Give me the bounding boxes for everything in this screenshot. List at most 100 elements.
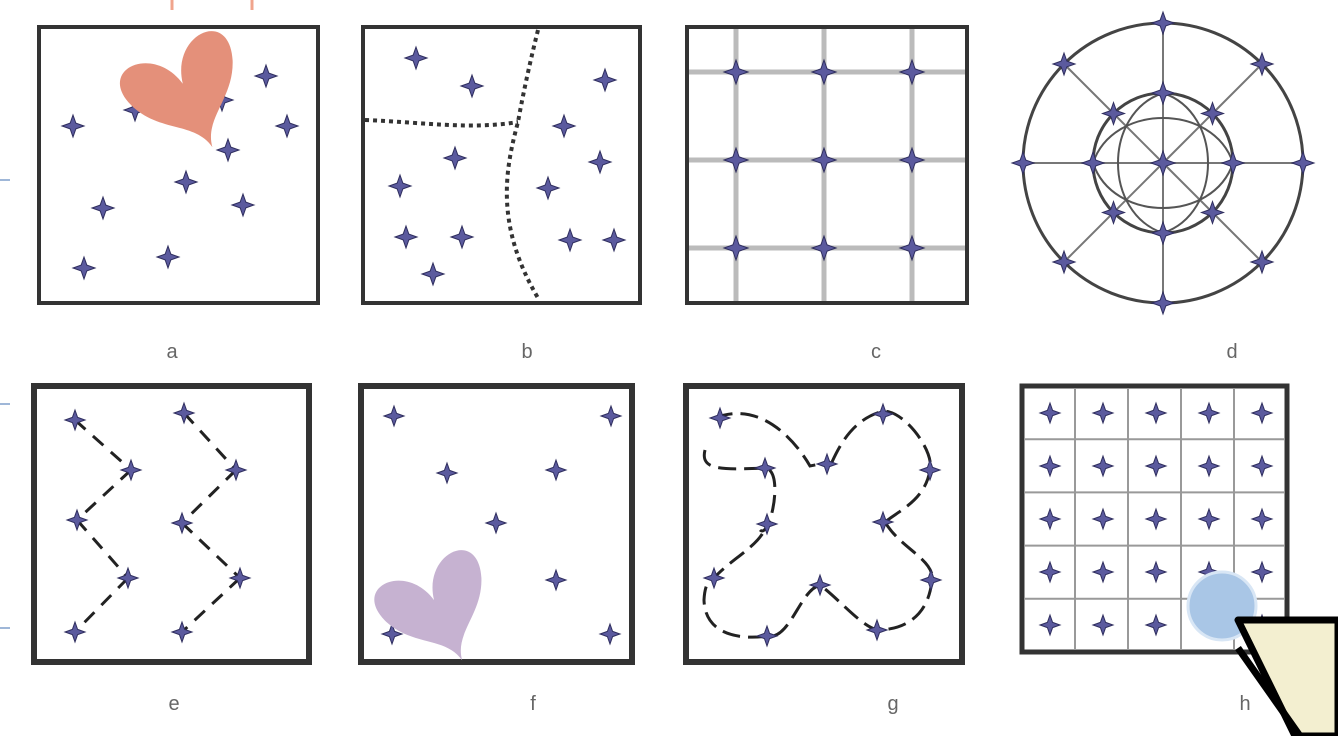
panel-e <box>31 383 312 665</box>
zigzag-path <box>180 521 242 580</box>
sample-point-marker <box>170 620 194 644</box>
sample-point-marker <box>592 67 618 93</box>
sample-point-marker <box>1249 249 1275 275</box>
sample-point-marker <box>1197 507 1221 531</box>
sample-point-marker <box>253 63 279 89</box>
sample-point-marker <box>1144 613 1168 637</box>
sample-point-marker <box>1091 507 1115 531</box>
sample-point-marker <box>1038 507 1062 531</box>
sample-point-marker <box>484 511 508 535</box>
sample-point-marker <box>71 255 97 281</box>
sample-point-marker <box>1197 401 1221 425</box>
zigzag-path <box>75 519 130 579</box>
sample-point-marker <box>459 73 485 99</box>
sample-point-marker <box>587 149 613 175</box>
sample-point-marker <box>919 568 943 592</box>
sample-point-marker <box>1091 560 1115 584</box>
sample-point-marker <box>1038 401 1062 425</box>
panel-frame <box>683 383 965 665</box>
sample-point-marker <box>815 452 839 476</box>
sample-point-marker <box>1091 454 1115 478</box>
panel-b <box>361 25 642 305</box>
panel-label-g: g <box>887 693 898 715</box>
sample-point-marker <box>810 234 838 262</box>
sample-point-marker <box>1080 150 1106 176</box>
panel-a <box>37 25 320 305</box>
sample-point-marker <box>601 227 627 253</box>
contour-path <box>819 521 934 632</box>
sample-point-marker <box>1199 100 1226 127</box>
sample-point-marker <box>1038 560 1062 584</box>
sample-point-marker <box>1144 507 1168 531</box>
sample-point-marker <box>557 227 583 253</box>
sample-point-marker <box>1144 401 1168 425</box>
zigzag-path <box>74 418 132 472</box>
sample-point-marker <box>544 458 568 482</box>
sample-point-marker <box>63 408 87 432</box>
sample-point-marker <box>544 568 568 592</box>
sample-point-marker <box>755 624 779 648</box>
sample-point-marker <box>808 573 832 597</box>
sample-point-marker <box>1144 454 1168 478</box>
zigzag-path <box>180 468 238 525</box>
sample-point-marker <box>172 401 196 425</box>
panel-label-a: a <box>166 341 178 363</box>
panel-d <box>1010 10 1316 316</box>
sample-point-marker <box>753 456 777 480</box>
sample-point-marker <box>1051 51 1077 77</box>
sample-point-marker <box>1197 454 1221 478</box>
sample-point-marker <box>155 244 181 270</box>
sample-point-marker <box>1149 149 1177 177</box>
sample-point-marker <box>1038 613 1062 637</box>
sample-point-marker <box>1144 560 1168 584</box>
panel-g <box>683 383 965 665</box>
sample-point-marker <box>598 622 622 646</box>
sample-point-marker <box>215 137 241 163</box>
zigzag-path <box>75 468 133 522</box>
sample-point-marker <box>599 404 623 428</box>
sample-point-marker <box>1250 560 1274 584</box>
sample-point-marker <box>1150 80 1176 106</box>
sample-point-marker <box>382 404 406 428</box>
panel-c <box>685 25 969 305</box>
sample-point-marker <box>1150 10 1176 36</box>
sample-point-marker <box>898 58 926 86</box>
sample-point-marker <box>173 169 199 195</box>
zigzag-path <box>180 576 242 634</box>
sample-point-marker <box>435 461 459 485</box>
heart-decoration <box>119 31 233 148</box>
sample-point-marker <box>708 406 732 430</box>
sample-point-marker <box>702 566 726 590</box>
sample-point-marker <box>65 508 89 532</box>
sample-point-marker <box>224 458 248 482</box>
mouse-cursor-icon <box>1235 645 1303 736</box>
panel-label-c: c <box>871 341 881 363</box>
sample-point-marker <box>1100 199 1127 226</box>
contour-path <box>714 412 831 468</box>
sample-point-marker <box>1051 249 1077 275</box>
sample-point-marker <box>393 224 419 250</box>
sample-point-marker <box>722 234 750 262</box>
sample-point-marker <box>1249 51 1275 77</box>
sample-point-marker <box>1220 150 1246 176</box>
panel-label-b: b <box>521 341 532 363</box>
sample-point-marker <box>810 58 838 86</box>
panel-label-f: f <box>530 693 536 715</box>
sample-point-marker <box>380 622 404 646</box>
sample-point-marker <box>1150 290 1176 316</box>
sample-point-marker <box>230 192 256 218</box>
sample-point-marker <box>228 566 252 590</box>
sample-point-marker <box>1199 199 1226 226</box>
sample-point-marker <box>898 146 926 174</box>
sample-point-marker <box>1250 454 1274 478</box>
sample-point-marker <box>755 512 779 536</box>
sample-point-marker <box>722 58 750 86</box>
heart-decoration <box>374 550 482 661</box>
sample-point-marker <box>871 510 895 534</box>
sample-point-marker <box>1290 150 1316 176</box>
panel-frame <box>37 25 320 305</box>
sample-point-marker <box>449 224 475 250</box>
sample-point-marker <box>1250 401 1274 425</box>
page-edge-accents <box>0 0 254 629</box>
